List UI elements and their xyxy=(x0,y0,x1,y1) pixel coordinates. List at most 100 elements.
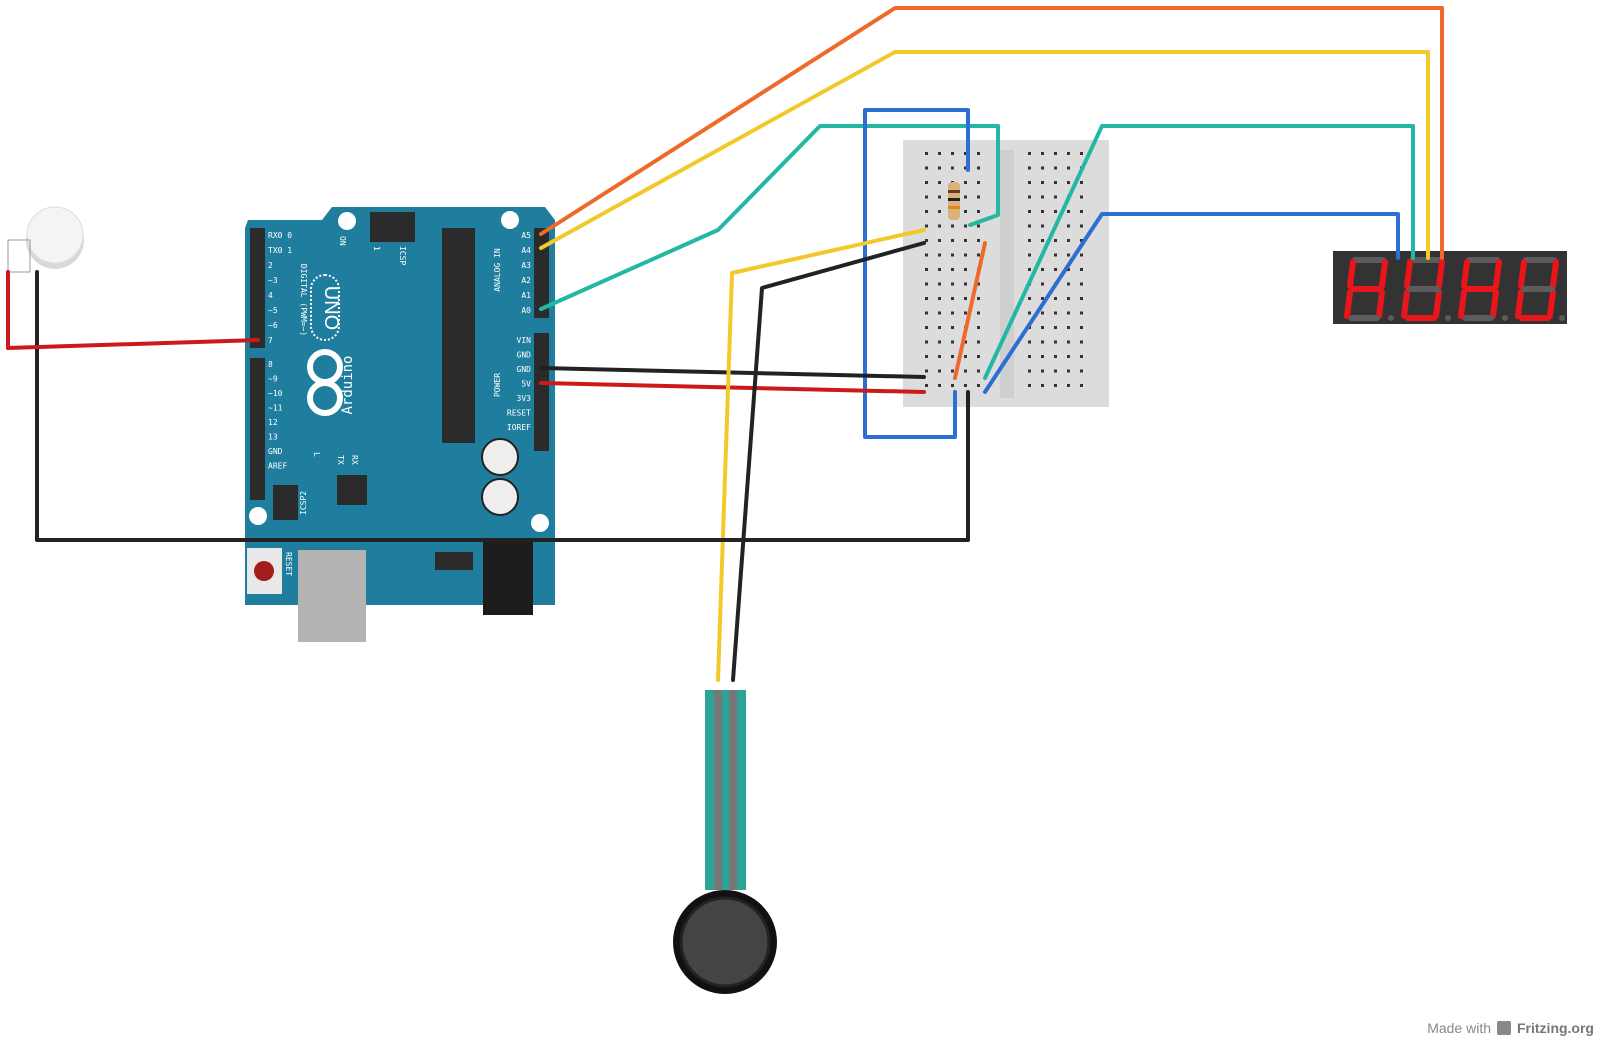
breadboard-hole xyxy=(951,253,954,257)
breadboard-hole xyxy=(977,340,980,344)
breadboard-hole xyxy=(964,268,967,271)
pin-label: 12 xyxy=(268,418,278,427)
breadboard-hole xyxy=(1067,297,1070,300)
fritzing-brand-text[interactable]: Fritzing.org xyxy=(1517,1020,1594,1036)
pin-label: A1 xyxy=(521,291,531,300)
breadboard-hole xyxy=(1028,384,1031,387)
breadboard-hole xyxy=(1067,384,1070,387)
breadboard-hole xyxy=(925,282,928,286)
breadboard-hole xyxy=(1041,181,1044,184)
breadboard-hole xyxy=(977,181,980,184)
icsp-header xyxy=(370,212,415,242)
breadboard-hole xyxy=(1067,326,1070,329)
segment-c xyxy=(1376,289,1385,319)
breadboard-hole xyxy=(925,297,928,300)
breadboard-hole xyxy=(1080,195,1083,199)
breadboard-hole xyxy=(964,195,967,199)
breadboard-hole xyxy=(1080,224,1083,228)
breadboard-hole xyxy=(977,253,980,257)
segment-e xyxy=(1344,289,1353,319)
breadboard-hole xyxy=(964,311,967,315)
breadboard-hole xyxy=(964,253,967,257)
breadboard-hole xyxy=(964,340,967,344)
breadboard-hole xyxy=(925,384,928,387)
breadboard-hole xyxy=(1067,355,1070,358)
pin-label: 2 xyxy=(268,261,273,270)
breadboard-hole xyxy=(1080,282,1083,286)
breadboard-hole xyxy=(977,239,980,242)
breadboard-hole xyxy=(925,210,928,213)
resistor xyxy=(948,182,960,220)
breadboard-hole xyxy=(977,384,980,387)
breadboard-hole xyxy=(964,239,967,242)
wire-breadboard-loop xyxy=(863,108,970,439)
breadboard-hole xyxy=(964,282,967,286)
pin-label: 13 xyxy=(268,433,278,442)
breadboard-hole xyxy=(1028,239,1031,242)
breadboard-hole xyxy=(1067,181,1070,184)
pin-label: ~11 xyxy=(268,404,283,413)
breadboard-hole xyxy=(977,210,980,213)
breadboard-hole xyxy=(1054,152,1057,155)
breadboard-hole xyxy=(951,224,954,228)
breadboard-hole xyxy=(1080,326,1083,329)
breadboard-hole xyxy=(1041,355,1044,358)
wire-a0-breadboard xyxy=(539,124,1000,311)
breadboard-hole xyxy=(938,268,941,271)
breadboard-hole xyxy=(1080,210,1083,213)
rx-led-label: RX xyxy=(350,455,359,465)
pin-label: TX0 1 xyxy=(268,246,292,255)
breadboard-hole xyxy=(1067,268,1070,271)
breadboard-hole xyxy=(951,166,954,170)
breadboard-hole xyxy=(951,297,954,300)
breadboard-hole xyxy=(925,369,928,373)
breadboard-hole xyxy=(977,224,980,228)
breadboard-hole xyxy=(1080,384,1083,387)
breadboard-hole xyxy=(1080,355,1083,358)
breadboard-hole xyxy=(1080,369,1083,373)
breadboard-hole xyxy=(1067,166,1070,170)
pin-label: RESET xyxy=(507,409,531,418)
reset-label: RESET xyxy=(284,552,293,576)
pin-label: GND xyxy=(268,447,283,456)
breadboard-hole xyxy=(964,297,967,300)
breadboard-hole xyxy=(938,152,941,155)
breadboard-hole xyxy=(1054,326,1057,329)
breadboard-hole xyxy=(1028,268,1031,271)
breadboard-hole xyxy=(1054,166,1057,170)
pin-label: A2 xyxy=(521,276,531,285)
breadboard-hole xyxy=(964,384,967,387)
breadboard-hole xyxy=(964,181,967,184)
pin-label: 3V3 xyxy=(517,394,532,403)
pin-label: A0 xyxy=(521,306,531,315)
breadboard-hole xyxy=(1054,355,1057,358)
breadboard-hole xyxy=(951,152,954,155)
breadboard-hole xyxy=(1028,297,1031,300)
breadboard-hole xyxy=(1054,369,1057,373)
wire-breadboard-jumper xyxy=(953,241,987,380)
breadboard-hole xyxy=(977,195,980,199)
breadboard-hole xyxy=(1041,369,1044,373)
breadboard-hole xyxy=(925,224,928,228)
breadboard-hole xyxy=(938,166,941,170)
breadboard-hole xyxy=(938,326,941,329)
breadboard-hole xyxy=(925,253,928,257)
analog-header xyxy=(534,228,549,318)
pin-label: A4 xyxy=(521,246,531,255)
power-header-label: POWER xyxy=(493,373,502,397)
segment-f xyxy=(1518,259,1527,289)
pin-label: VIN xyxy=(517,336,532,345)
pin-label: ~3 xyxy=(268,276,278,285)
icsp2-header xyxy=(273,485,298,520)
made-with-text: Made with xyxy=(1427,1020,1491,1036)
breadboard-hole xyxy=(1028,195,1031,199)
decimal-point xyxy=(1502,315,1508,321)
pin-label: GND xyxy=(517,351,532,360)
pin-label: ~9 xyxy=(268,375,278,384)
icsp-pin1-label: 1 xyxy=(372,246,381,251)
breadboard-hole xyxy=(977,297,980,300)
segment-e xyxy=(1401,289,1410,319)
wire-buzzer-ground xyxy=(35,270,970,542)
pin-label: A5 xyxy=(521,231,531,240)
